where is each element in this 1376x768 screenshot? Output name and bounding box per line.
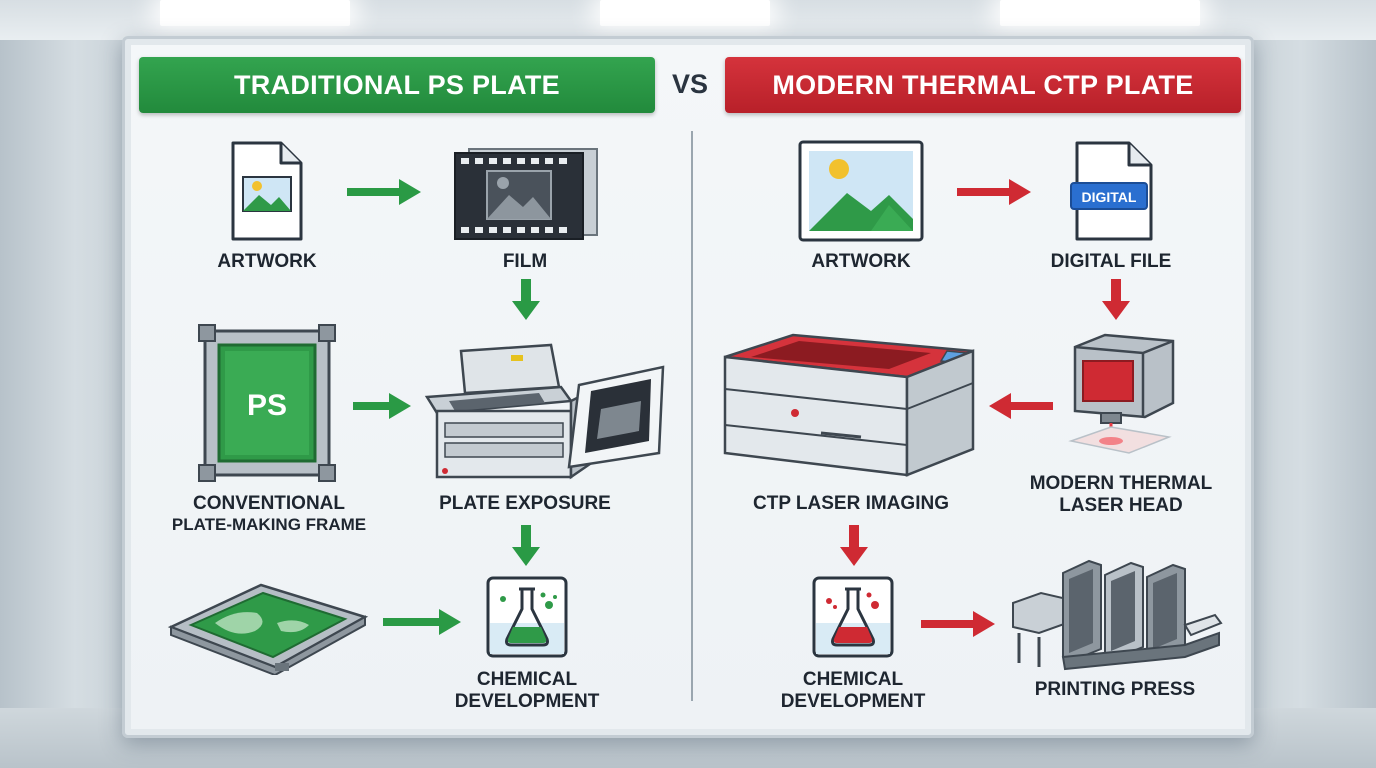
flask-icon	[486, 576, 568, 658]
ps-frame-icon	[198, 324, 336, 482]
digital-badge: DIGITAL	[1081, 189, 1137, 205]
header-traditional: TRADITIONAL PS PLATE	[139, 57, 655, 113]
header-modern: MODERN THERMAL CTP PLATE	[725, 57, 1241, 113]
label-ctp-imaging: CTP LASER IMAGING	[753, 493, 949, 514]
arrow-icon	[353, 393, 411, 419]
plate-frame-icon	[167, 583, 369, 675]
label-printing-press: PRINTING PRESS	[1034, 679, 1196, 700]
label-laser-head-2: LASER HEAD	[1059, 495, 1183, 516]
arrow-icon	[1102, 279, 1130, 320]
flask-icon	[812, 576, 894, 658]
arrow-icon	[383, 609, 461, 635]
arrow-icon	[512, 279, 540, 320]
digital-file-icon	[1070, 141, 1153, 241]
artwork-file-icon	[231, 141, 303, 241]
ctp-machine-icon	[723, 333, 975, 477]
label-chem-right-2: DEVELOPMENT	[780, 691, 926, 712]
arrow-icon	[957, 179, 1031, 205]
ceiling-light	[160, 0, 350, 26]
wall-left	[0, 40, 125, 768]
center-divider	[691, 131, 693, 701]
printing-press-icon	[1012, 559, 1223, 671]
comparison-board: TRADITIONAL PS PLATE VS MODERN THERMAL C…	[122, 36, 1254, 738]
vs-label: VS	[671, 69, 709, 99]
ps-badge: PS	[246, 389, 288, 422]
arrow-icon	[840, 525, 868, 566]
label-frame-line1: CONVENTIONAL	[193, 493, 345, 514]
label-chem-left-2: DEVELOPMENT	[454, 691, 600, 712]
arrow-icon	[921, 611, 995, 637]
label-artwork-right: ARTWORK	[811, 251, 911, 272]
laser-head-icon	[1068, 333, 1175, 454]
film-icon	[454, 148, 598, 240]
image-icon	[798, 140, 924, 242]
label-plate-exposure: PLATE EXPOSURE	[439, 493, 611, 514]
arrow-icon	[512, 525, 540, 566]
arrow-icon	[347, 179, 421, 205]
ceiling	[0, 0, 1376, 40]
label-chem-left-1: CHEMICAL	[476, 669, 578, 690]
exposure-machine-icon	[424, 343, 665, 480]
arrow-icon	[989, 393, 1053, 419]
label-digital-file: DIGITAL FILE	[1050, 251, 1172, 272]
label-chem-right-1: CHEMICAL	[802, 669, 904, 690]
wall-right	[1251, 40, 1376, 768]
label-laser-head-1: MODERN THERMAL	[1029, 473, 1213, 494]
label-artwork-left: ARTWORK	[217, 251, 317, 272]
label-frame-line2: PLATE-MAKING FRAME	[171, 515, 367, 534]
label-film: FILM	[502, 251, 548, 272]
ceiling-light	[1000, 0, 1200, 26]
ceiling-light	[600, 0, 770, 26]
